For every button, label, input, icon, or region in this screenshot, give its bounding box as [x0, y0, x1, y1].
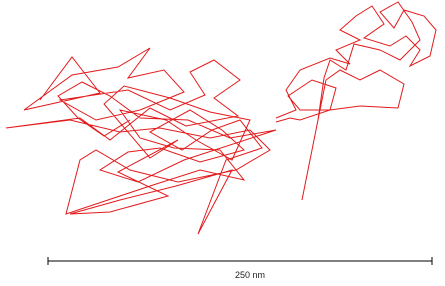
scale-bar-label: 250 nm: [234, 270, 266, 280]
trace-cluster-left: [5, 47, 277, 235]
trace-cluster-right: [275, 1, 437, 201]
